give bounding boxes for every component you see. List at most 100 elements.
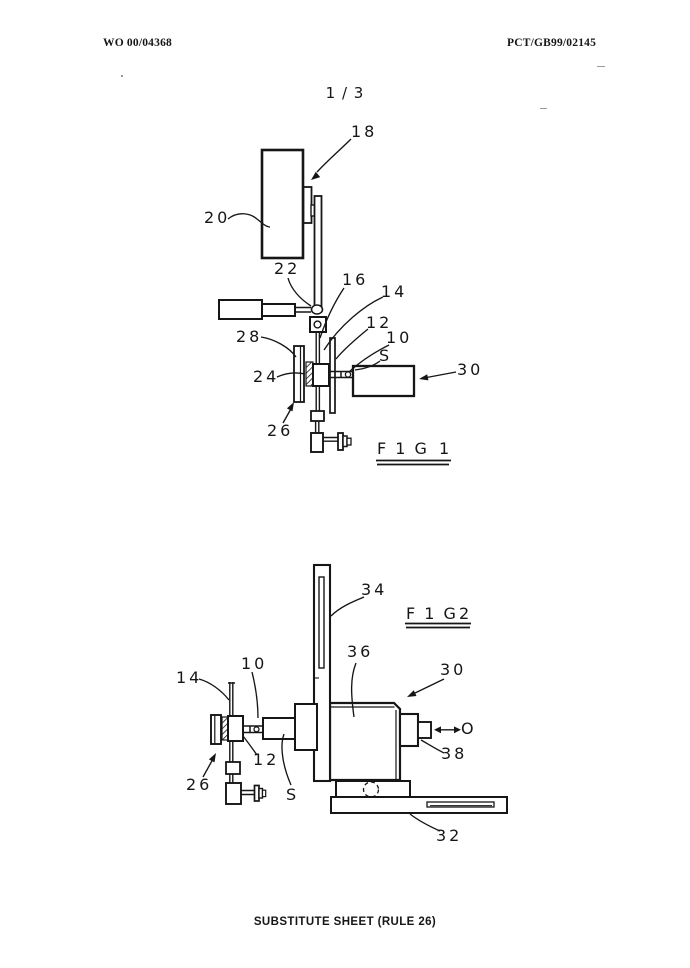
fig1-caption: F 1 G: [377, 439, 429, 458]
fig1-label-12: 12: [366, 313, 393, 332]
fig2-label-36: 36: [347, 642, 374, 661]
fig1-label-28: 28: [236, 327, 263, 346]
fig2-caption-number: 2: [459, 604, 472, 623]
fig1-arrowheads: [286, 171, 429, 412]
fig2-axis-arrowhead-left: [434, 726, 441, 734]
fig1-label-16: 16: [342, 270, 369, 289]
fig2-label-38: 38: [441, 744, 468, 763]
fig1-leader-22: [287, 277, 312, 307]
fig1-leader-20: [227, 213, 271, 228]
fig2-arrowhead-30: [407, 690, 417, 697]
fig2-pedestal: [335, 780, 411, 798]
fig2-caption: F 1 G: [406, 604, 458, 623]
fig2-clamp-screw-shaft: [241, 789, 255, 796]
fig2-leader-30: [412, 678, 445, 695]
fig2-leader-14: [198, 678, 230, 701]
fig2-leader-36: [350, 662, 357, 718]
scan-speck: [597, 66, 605, 67]
fig2-clamp-block: [225, 782, 242, 805]
fig2-label-o: O: [461, 719, 474, 738]
fig1-arrowhead-18: [311, 171, 321, 180]
fig1-collar: [310, 304, 324, 315]
fig2-leader-12: [242, 735, 258, 756]
fig1-carrier-block: [312, 363, 330, 387]
fig2-clamp-knob-tip: [261, 789, 267, 798]
fig1-head-16: [309, 316, 327, 333]
fig2-base-slot: [426, 801, 495, 808]
fig1-label-22: 22: [274, 259, 301, 278]
fig1-leader-10: [349, 344, 390, 372]
fig1-arrowhead-30: [419, 374, 429, 381]
fig1-label-18: 18: [351, 122, 378, 141]
fig1-leader-18: [316, 138, 352, 173]
figure-1-drawing: [218, 138, 457, 466]
fig2-pedestal-hole: [362, 781, 380, 798]
fig2-label-s: S: [286, 785, 297, 804]
fig2-carrier-block: [227, 715, 244, 742]
fig1-head-20: [260, 148, 305, 260]
header-publication-number: WO 00/04368: [103, 37, 172, 49]
fig2-knob-disc: [210, 714, 222, 745]
fig2-cylinder-s: [262, 717, 296, 740]
fig2-arrowheads: [208, 690, 461, 763]
fig2-shaft-pivot: [253, 726, 260, 733]
fig2-axis-arrowhead-right: [454, 726, 461, 734]
fig1-leader-s: [354, 360, 381, 371]
fig2-label-30: 30: [440, 660, 467, 679]
header-application-number: PCT/GB99/02145: [507, 37, 597, 49]
fig1-label-s: S: [379, 346, 390, 365]
sheet-number: 1 / 3: [325, 84, 365, 102]
fig2-leader-34: [330, 596, 365, 617]
fig2-output-block: [398, 712, 420, 748]
fig1-side-cylinder-body: [218, 299, 263, 320]
fig1-caption-number: 1: [439, 439, 452, 458]
fig2-label-26: 26: [186, 775, 213, 794]
fig2-output-nub-38: [417, 721, 432, 739]
fig1-clamp-block: [310, 432, 324, 453]
fig2-leader-s: [281, 733, 292, 786]
fig1-leader-28: [260, 336, 297, 358]
fig2-base-32: [330, 796, 508, 814]
fig1-caption-underline: [376, 459, 451, 466]
fig1-leader-24: [276, 372, 306, 378]
fig2-label-12: 12: [253, 750, 280, 769]
fig1-side-cylinder-tip: [295, 306, 311, 313]
fig2-label-34: 34: [361, 580, 388, 599]
fig2-flange-housing: [294, 703, 318, 751]
fig2-shaft-10: [243, 725, 263, 734]
fig1-head-16-bore: [313, 320, 322, 329]
fig1-bracket-18: [302, 186, 313, 224]
fig1-label-14: 14: [381, 282, 408, 301]
fig1-label-10: 10: [386, 328, 413, 347]
fig1-box-30: [351, 364, 416, 398]
fig1-shaft-pivot: [344, 371, 352, 378]
fig2-rod-14: [228, 682, 235, 783]
scan-speck: [540, 108, 547, 109]
fig1-label-24: 24: [253, 367, 280, 386]
fig2-column-slot: [318, 576, 325, 669]
fig2-rod-collar: [225, 761, 241, 775]
fig2-grating: [221, 716, 229, 741]
fig1-side-cylinder-neck: [261, 303, 296, 317]
figure-2-drawing: [198, 563, 508, 832]
fig1-label-26: 26: [267, 421, 294, 440]
fig2-caption-underline: [405, 622, 471, 629]
fig2-box-36: [328, 701, 402, 782]
fig2-leader-26: [202, 758, 214, 778]
fig1-leader-12: [335, 328, 369, 360]
fig1-label-30: 30: [457, 360, 484, 379]
fig2-label-14: 14: [176, 668, 203, 687]
fig1-leader-14: [323, 296, 384, 351]
fig2-leader-38: [420, 739, 445, 754]
fig2-box-36-inner-edges: [330, 706, 397, 779]
fig2-arrowhead-26: [208, 753, 216, 763]
fig1-leader-30: [423, 371, 457, 379]
fig1-grating-24: [305, 361, 314, 387]
fig1-column-22: [313, 195, 323, 307]
fig1-clamp-screw-shaft: [323, 436, 338, 442]
fig1-blade-12: [329, 337, 336, 414]
fig1-lower-collar: [310, 410, 325, 422]
fig2-label-32: 32: [436, 826, 463, 845]
